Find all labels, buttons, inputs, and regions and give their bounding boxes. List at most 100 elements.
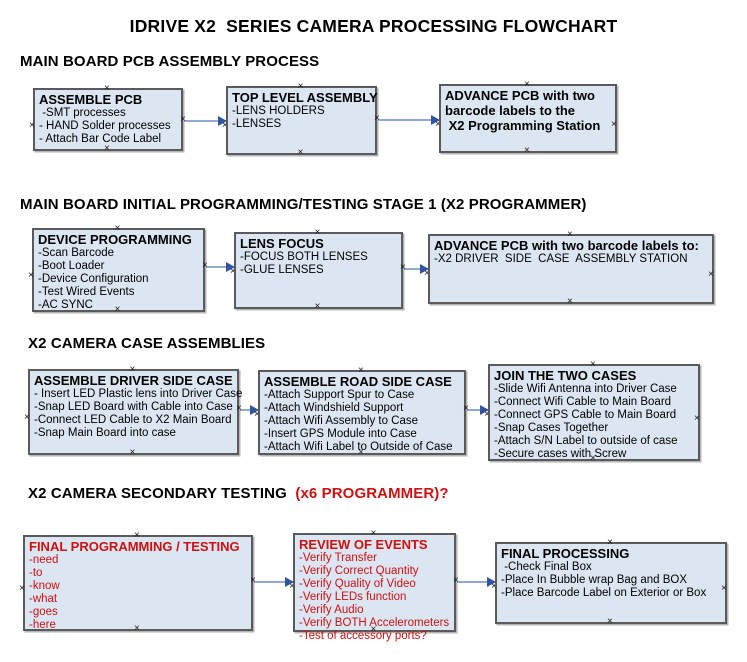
box-item: -know bbox=[29, 580, 60, 592]
box-assemble-road-side-case: ASSEMBLE ROAD SIDE CASE -Attach Support … bbox=[258, 368, 466, 456]
box-advance-pcb-driver-side: ADVANCE PCB with two barcode labels to: … bbox=[428, 232, 716, 305]
heading-black-part: X2 CAMERA SECONDARY TESTING bbox=[28, 485, 292, 502]
connector bbox=[250, 576, 294, 587]
box-items: -Check Final Box-Place In Bubble wrap Ba… bbox=[501, 561, 721, 600]
box-title: ADVANCE PCB with two barcode labels to: bbox=[434, 238, 699, 253]
box-item: -Insert GPS Module into Case bbox=[264, 428, 417, 440]
box-item: -X2 DRIVER SIDE CASE ASSEMBLY STATION bbox=[434, 253, 688, 265]
box-device-programming: DEVICE PROGRAMMING -Scan Barcode-Boot Lo… bbox=[32, 226, 205, 313]
box-item: -Attach S/N Label to outside of case bbox=[494, 435, 678, 447]
box-items: -Verify Transfer-Verify Correct Quantity… bbox=[299, 552, 450, 643]
box-items: -need-to-know-what-goes-here bbox=[29, 554, 247, 632]
section-heading-secondary-testing: X2 CAMERA SECONDARY TESTING (x6 PROGRAMM… bbox=[28, 485, 449, 502]
box-item: -need bbox=[29, 554, 59, 566]
box-item: -Attach Support Spur to Case bbox=[264, 389, 415, 401]
box-title: ADVANCE PCB with two barcode labels to t… bbox=[445, 88, 601, 133]
selection-handle-icon bbox=[721, 578, 729, 586]
box-item: -Snap Cases Together bbox=[494, 422, 609, 434]
box-item: -Verify Audio bbox=[299, 604, 364, 616]
box-items: -X2 DRIVER SIDE CASE ASSEMBLY STATION bbox=[434, 253, 708, 266]
box-item: -Snap LED Board with Cable into Case bbox=[34, 401, 233, 413]
connector bbox=[463, 404, 489, 415]
box-items: - Insert LED Plastic lens into Driver Ca… bbox=[34, 388, 243, 440]
box-item: -LENSES bbox=[232, 118, 282, 130]
section-heading-pcb-assembly: MAIN BOARD PCB ASSEMBLY PROCESS bbox=[20, 53, 320, 70]
selection-handle-icon bbox=[28, 265, 36, 273]
box-item: -Place In Bubble wrap Bag and BOX bbox=[501, 574, 688, 586]
box-final-programming-testing: FINAL PROGRAMMING / TESTING -need-to-kno… bbox=[23, 533, 253, 632]
box-items: -Attach Support Spur to Case-Attach Wind… bbox=[264, 389, 460, 454]
box-item: -Device Configuration bbox=[38, 273, 149, 285]
box-title: ASSEMBLE PCB bbox=[39, 92, 143, 107]
box-item: -GLUE LENSES bbox=[240, 264, 324, 276]
box-item: -Attach Wifi Label to Outside of Case bbox=[264, 441, 453, 453]
connector bbox=[453, 576, 496, 587]
connector bbox=[236, 404, 259, 415]
box-lens-focus: LENS FOCUS -FOCUS BOTH LENSES-GLUE LENSE… bbox=[234, 230, 403, 310]
box-final-processing: FINAL PROCESSING -Check Final Box-Place … bbox=[495, 540, 729, 625]
box-item: -Test Wired Events bbox=[38, 286, 135, 298]
box-title: FINAL PROGRAMMING / TESTING bbox=[29, 539, 240, 554]
box-join-the-two-cases: JOIN THE TWO CASES -Slide Wifi Antenna i… bbox=[488, 362, 702, 462]
box-review-of-events: REVIEW OF EVENTS -Verify Transfer-Verify… bbox=[293, 531, 456, 642]
box-item: -Verify BOTH Accelerometers bbox=[299, 617, 450, 629]
box-item: -Connect GPS Cable to Main Board bbox=[494, 409, 677, 421]
box-items: -FOCUS BOTH LENSES-GLUE LENSES bbox=[240, 251, 397, 277]
box-item: -Slide Wifi Antenna into Driver Case bbox=[494, 383, 677, 395]
box-item: -Connect Wifi Cable to Main Board bbox=[494, 396, 672, 408]
heading-red-part: (x6 PROGRAMMER)? bbox=[291, 485, 449, 502]
selection-handle-icon bbox=[708, 264, 716, 272]
box-items: -Scan Barcode-Boot Loader-Device Configu… bbox=[38, 247, 199, 312]
box-item: -Place Barcode Label on Exterior or Box bbox=[501, 587, 707, 599]
box-title: FINAL PROCESSING bbox=[501, 546, 630, 561]
box-item: -Secure cases with Screw bbox=[494, 448, 627, 460]
box-item: -Check Final Box bbox=[501, 561, 592, 573]
box-item: -Attach Windshield Support bbox=[264, 402, 404, 414]
box-advance-pcb-programming-station: ADVANCE PCB with two barcode labels to t… bbox=[439, 82, 619, 154]
box-item: -AC SYNC bbox=[38, 299, 93, 311]
box-item: -SMT processes bbox=[39, 107, 126, 119]
selection-handle-icon bbox=[611, 114, 619, 122]
selection-handle-icon bbox=[19, 578, 27, 586]
box-title: DEVICE PROGRAMMING bbox=[38, 232, 192, 247]
box-item: -Test of accessory ports? bbox=[299, 630, 427, 642]
section-heading-initial-programming: MAIN BOARD INITIAL PROGRAMMING/TESTING S… bbox=[20, 196, 587, 213]
box-items: -LENS HOLDERS-LENSES bbox=[232, 105, 371, 131]
connector bbox=[374, 114, 440, 125]
box-item: -what bbox=[29, 593, 58, 605]
box-title: JOIN THE TWO CASES bbox=[494, 368, 637, 383]
box-assemble-pcb: ASSEMBLE PCB -SMT processes- HAND Solder… bbox=[33, 86, 183, 152]
selection-handle-icon bbox=[24, 407, 32, 415]
box-item: -Snap Main Board into case bbox=[34, 427, 176, 439]
box-item: -Connect LED Cable to X2 Main Board bbox=[34, 414, 232, 426]
box-title: REVIEW OF EVENTS bbox=[299, 537, 428, 552]
box-item: - Attach Bar Code Label bbox=[39, 133, 162, 145]
connector bbox=[400, 263, 429, 274]
box-item: -Scan Barcode bbox=[38, 247, 115, 259]
box-assemble-driver-side-case: ASSEMBLE DRIVER SIDE CASE - Insert LED P… bbox=[28, 367, 243, 456]
box-title: ASSEMBLE DRIVER SIDE CASE bbox=[34, 373, 233, 388]
box-title: TOP LEVEL ASSEMBLY bbox=[232, 90, 378, 105]
box-item: - Insert LED Plastic lens into Driver Ca… bbox=[34, 388, 243, 400]
connector bbox=[180, 115, 227, 126]
page-title: IDRIVE X2 SERIES CAMERA PROCESSING FLOWC… bbox=[129, 16, 618, 36]
box-item: - HAND Solder processes bbox=[39, 120, 171, 132]
box-item: -Verify Quality of Video bbox=[299, 578, 416, 590]
box-item: -Boot Loader bbox=[38, 260, 105, 272]
box-items: -Slide Wifi Antenna into Driver Case-Con… bbox=[494, 383, 694, 461]
box-item: -here bbox=[29, 619, 56, 631]
box-item: -Verify LEDs function bbox=[299, 591, 407, 603]
selection-handle-icon bbox=[694, 408, 702, 416]
box-top-level-assembly: TOP LEVEL ASSEMBLY -LENS HOLDERS-LENSES bbox=[226, 84, 378, 156]
box-title: ASSEMBLE ROAD SIDE CASE bbox=[264, 374, 452, 389]
box-item: -Attach Wifi Assembly to Case bbox=[264, 415, 419, 427]
selection-handle-icon bbox=[29, 115, 37, 123]
section-heading-case-assemblies: X2 CAMERA CASE ASSEMBLIES bbox=[28, 335, 266, 352]
box-item: -LENS HOLDERS bbox=[232, 105, 325, 117]
box-title: LENS FOCUS bbox=[240, 236, 324, 251]
connector bbox=[202, 261, 235, 272]
box-item: -Verify Transfer bbox=[299, 552, 377, 564]
box-item: -FOCUS BOTH LENSES bbox=[240, 251, 368, 263]
box-items: -SMT processes- HAND Solder processes- A… bbox=[39, 107, 177, 146]
